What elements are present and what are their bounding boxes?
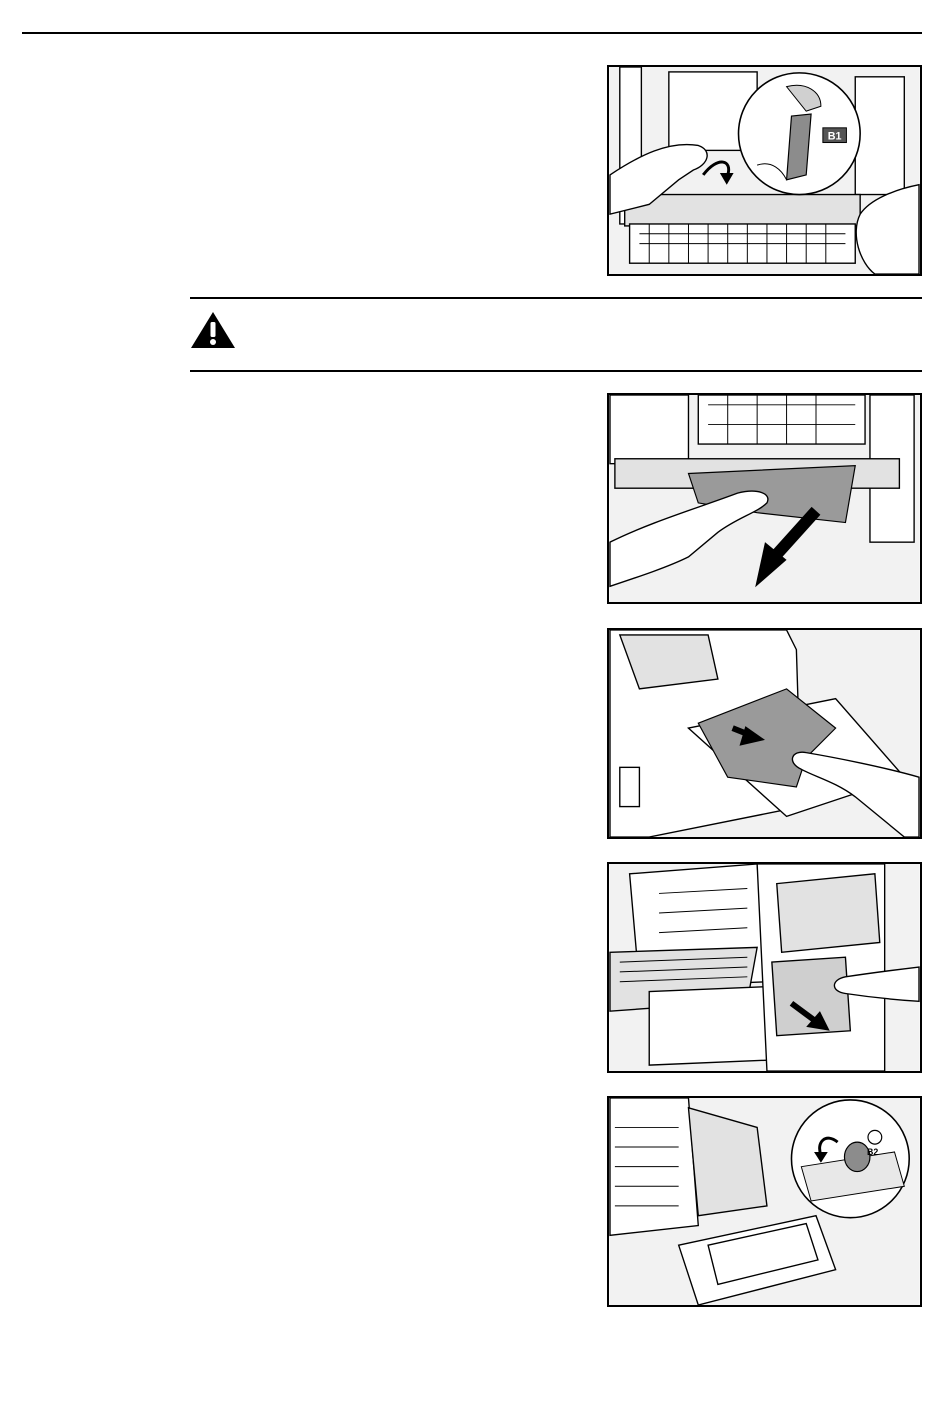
header-rule [22, 32, 922, 34]
fuser-lever-illustration-icon: B1 [609, 67, 920, 274]
open-drawer-illustration-icon [609, 864, 920, 1071]
warning-rule-bottom [190, 370, 922, 372]
illustration-fuser-lever: B1 [607, 65, 922, 276]
illustration-bypass-tray [607, 628, 922, 839]
bypass-tray-paper-illustration-icon [609, 630, 920, 837]
warning-rule-top [190, 297, 922, 299]
illustration-knob-turn: B2 [607, 1096, 922, 1307]
warning-triangle-icon [190, 310, 236, 350]
callout-label-b1: B1 [828, 131, 842, 143]
remove-jammed-paper-illustration-icon [609, 395, 920, 602]
callout-label-b2: B2 [867, 1147, 878, 1157]
illustration-drawer-pull [607, 862, 922, 1073]
turn-knob-illustration-icon: B2 [609, 1098, 920, 1305]
illustration-pull-paper-fuser [607, 393, 922, 604]
